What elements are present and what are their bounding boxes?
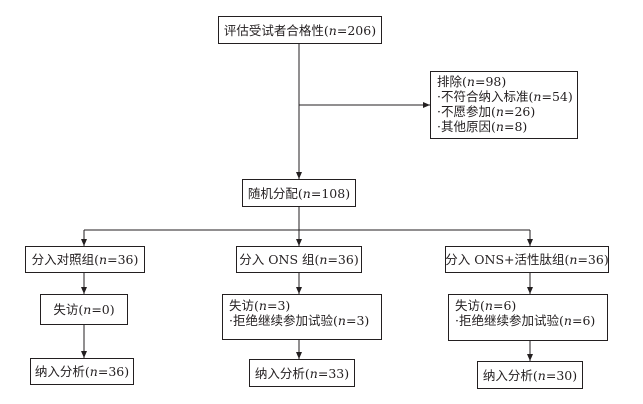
- analysis-box-ons: 纳入分析(n=33): [249, 359, 355, 387]
- alloc-box-ons-peptide: 分入 ONS+活性肽组(n=36): [445, 246, 609, 273]
- analysis-box-control: 纳入分析(n=36): [30, 358, 134, 385]
- exclude-n: 98: [485, 74, 502, 89]
- exclude-item: ·不符合纳入标准(n=54): [437, 89, 573, 104]
- exclude-title: 排除: [437, 74, 463, 89]
- alloc-box-control: 分入对照组(n=36): [25, 246, 145, 273]
- assess-n: 206: [347, 22, 372, 38]
- lost-line: 失访(n=3): [229, 298, 291, 313]
- lost-box-ons-peptide: 失访(n=6) ·拒绝继续参加试验(n=6): [448, 294, 608, 341]
- refuse-line: ·拒绝继续参加试验(n=3): [229, 313, 370, 328]
- exclude-title-line: 排除(n=98): [437, 74, 507, 89]
- exclude-box: 排除(n=98) ·不符合纳入标准(n=54) ·不愿参加(n=26) ·其他原…: [430, 71, 578, 139]
- exclude-item: ·不愿参加(n=26): [437, 104, 536, 119]
- assess-box: 评估受试者合格性(n=206): [218, 16, 382, 44]
- randomize-box: 随机分配(n=108): [242, 179, 356, 207]
- lost-line: 失访(n=6): [455, 298, 517, 313]
- alloc-box-ons: 分入 ONS 组(n=36): [236, 246, 362, 273]
- exclude-item: ·其他原因(n=8): [437, 119, 528, 134]
- lost-box-control: 失访(n=0): [40, 294, 128, 325]
- refuse-line: ·拒绝继续参加试验(n=6): [455, 313, 596, 328]
- randomize-n: 108: [321, 185, 346, 201]
- randomize-label: 随机分配: [247, 185, 298, 201]
- assess-label: 评估受试者合格性: [223, 22, 324, 38]
- analysis-box-ons-peptide: 纳入分析(n=30): [477, 361, 583, 389]
- lost-box-ons: 失访(n=3) ·拒绝继续参加试验(n=3): [222, 294, 382, 340]
